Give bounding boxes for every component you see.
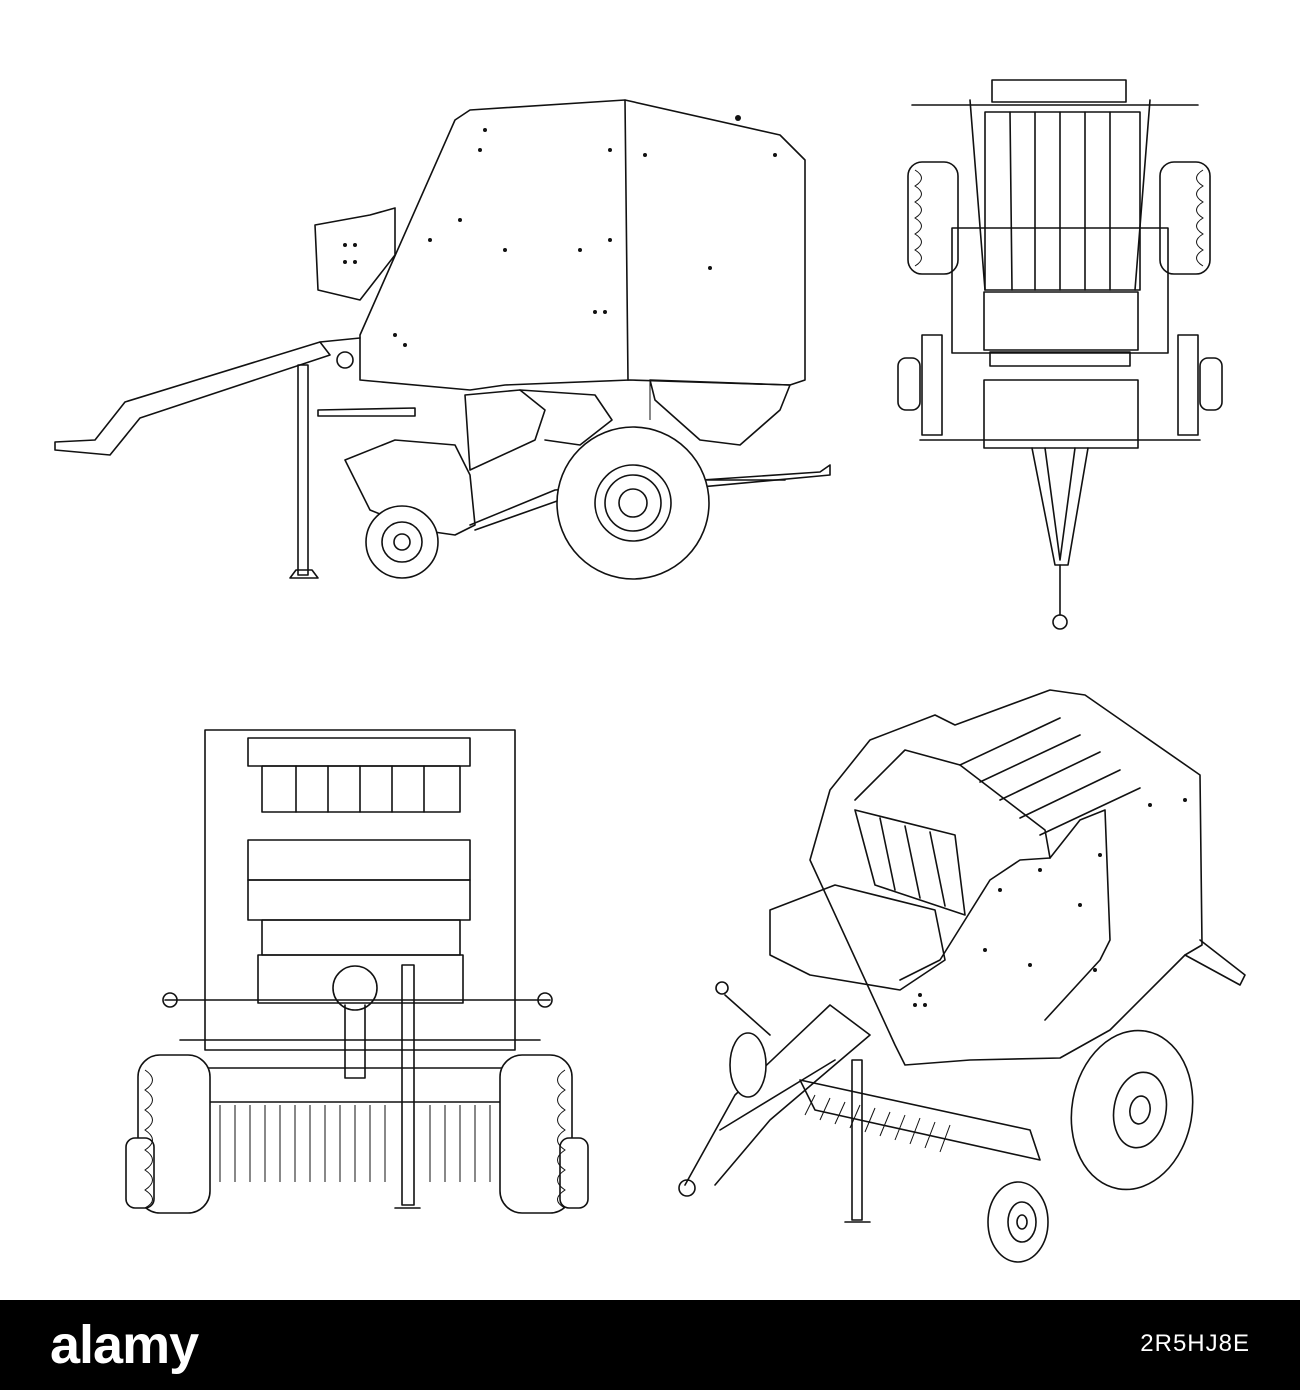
watermark-footer-bar: alamy 2R5HJ8E xyxy=(0,1300,1300,1390)
image-id-label: 2R5HJ8E xyxy=(1140,1330,1250,1357)
drawing-area xyxy=(54,79,1246,1263)
front-view-baler xyxy=(125,729,589,1214)
perspective-view-baler xyxy=(678,689,1246,1263)
brand-logo: alamy xyxy=(50,1315,199,1375)
top-view-baler xyxy=(897,79,1223,630)
side-view-baler xyxy=(54,99,831,580)
